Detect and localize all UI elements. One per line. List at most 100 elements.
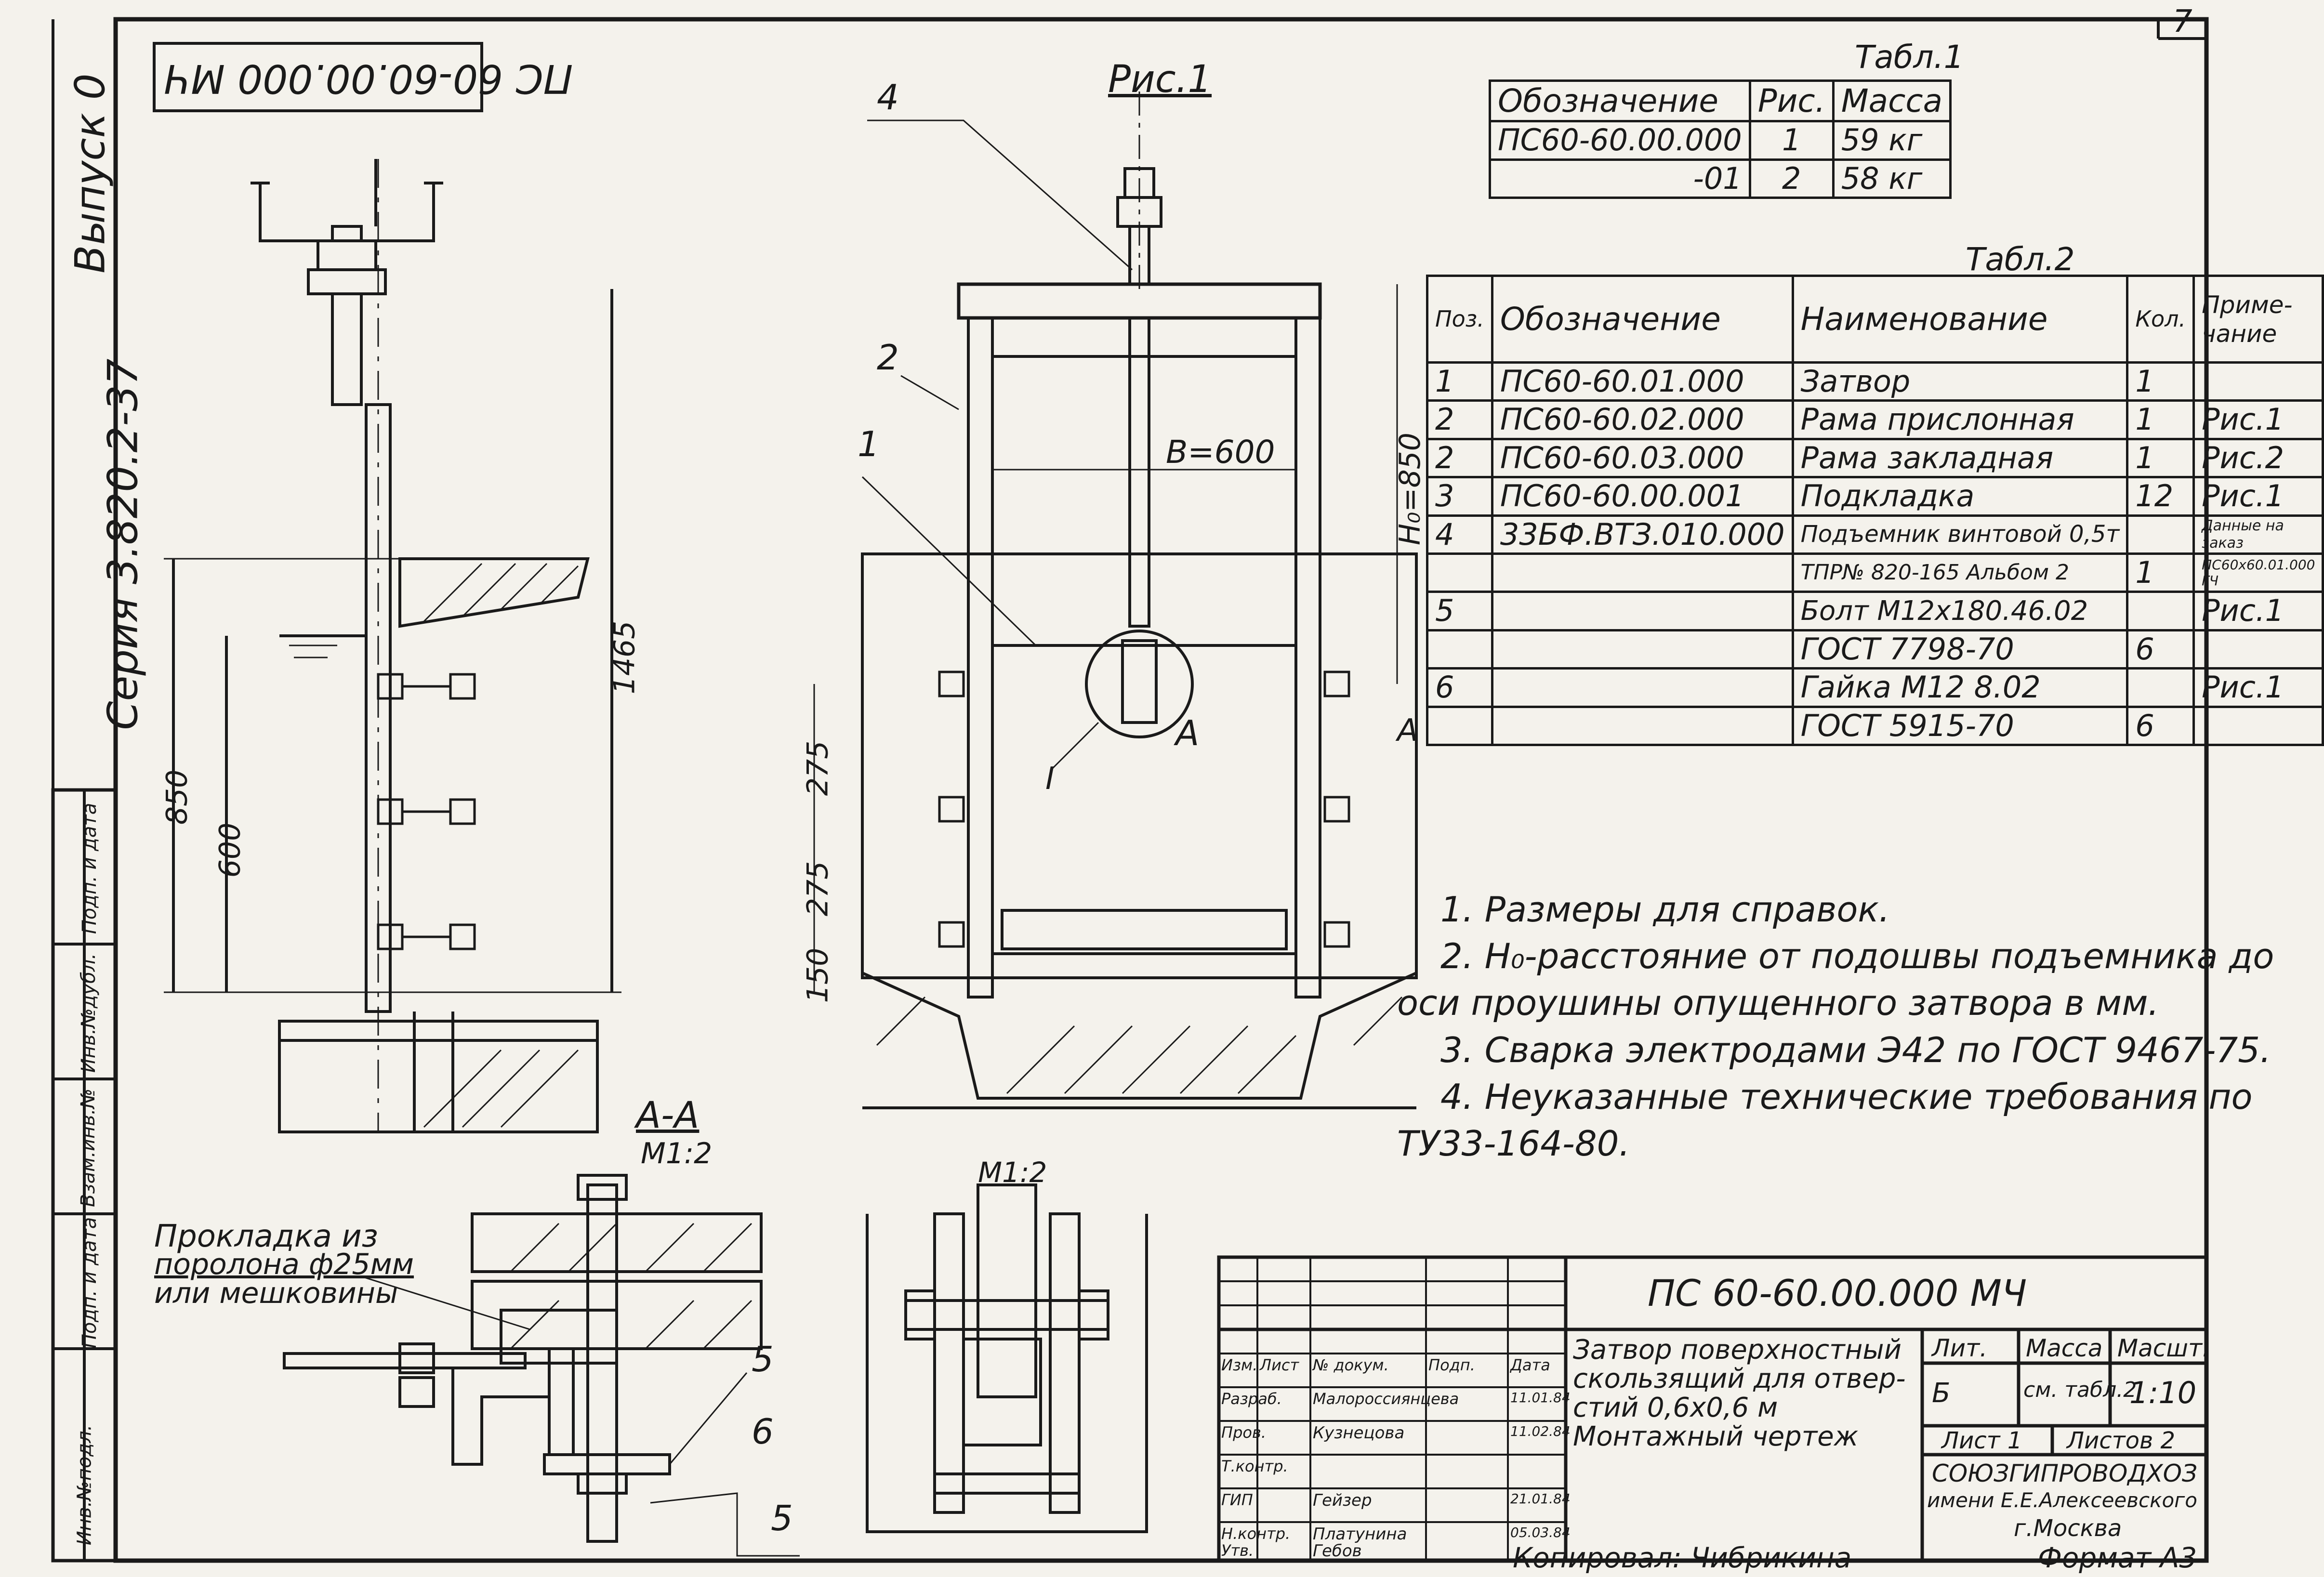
title-name-3: Монтажный чертеж xyxy=(1573,1421,1859,1452)
tb-row-2-0: Пров. xyxy=(1221,1423,1266,1442)
gasket-line-1: поролона ф25мм xyxy=(154,1248,414,1281)
dim-h0: Н₀=850 xyxy=(1393,433,1427,545)
table2-cell: Данные на заказ xyxy=(2192,514,2324,555)
title-block-frame xyxy=(1217,1255,2208,1563)
mass-value: см. табл.2 xyxy=(2023,1378,2137,1402)
table2-cell: 2 xyxy=(1426,437,1493,479)
table2-cell xyxy=(1491,629,1794,670)
table2-cell: 1 xyxy=(2126,361,2195,402)
section-a-a xyxy=(283,1174,800,1557)
scale-value: 1:10 xyxy=(2129,1375,2197,1410)
callout-pos5b: 5 xyxy=(771,1498,793,1538)
table2-cell: Рис.1 xyxy=(2192,399,2324,440)
table2-cell xyxy=(2192,705,2324,746)
table2-cell: Гайка М12 8.02 xyxy=(1791,667,2129,708)
table1-cell: 2 xyxy=(1748,158,1835,199)
dim-h-total: 1465 xyxy=(607,620,642,695)
scale-label: Масшт. xyxy=(2117,1334,2210,1362)
tb-row-5-0: Н.контр. xyxy=(1221,1524,1291,1543)
table2-h3: Кол. xyxy=(2126,275,2195,364)
side-strip-1: Подп. и дата xyxy=(79,1217,101,1349)
org-1: имени Е.Е.Алексеевского xyxy=(1927,1488,2197,1512)
tb-row-0-3: Подп. xyxy=(1428,1356,1475,1374)
sheets-label: Листов 2 xyxy=(2067,1427,2176,1454)
table2-h4: Приме-чание xyxy=(2192,275,2324,364)
table2-cell: Подъемник винтовой 0,5т xyxy=(1791,514,2129,555)
page-number: 7 xyxy=(2173,4,2192,39)
tb-row-6-0: Утв. xyxy=(1221,1541,1254,1560)
sheet-label: Лист 1 xyxy=(1941,1427,2022,1454)
side-strip-3: Инв.№дубл. xyxy=(78,953,100,1073)
side-strip-2: Взам.инв.№ xyxy=(77,1088,100,1208)
table2-cell: Рис.2 xyxy=(2192,437,2324,479)
tb-row-5-4: 05.03.84 xyxy=(1510,1524,1571,1540)
note-2-cont: оси проушины опущенного затвора в мм. xyxy=(1397,983,2159,1024)
callout-pos1: 1 xyxy=(858,424,880,464)
table1-h0: Обозначение xyxy=(1489,79,1751,123)
front-view xyxy=(813,92,1418,1109)
table2-cell: ПС60-60.02.000 xyxy=(1491,399,1794,440)
table1-header: Обозначение Рис. Масса xyxy=(1489,79,1952,123)
title-name-1: скользящий для отвер- xyxy=(1573,1363,1906,1394)
tb-row-5-2: Платунина xyxy=(1313,1524,1407,1544)
table2-cell: 1 xyxy=(2126,552,2195,593)
vypusk-label: Выпуск 0 xyxy=(66,73,115,274)
table2-cell: Рама закладная xyxy=(1791,437,2129,479)
table2-cell: ГОСТ 7798-70 xyxy=(1791,629,2129,670)
callout-section-a: А xyxy=(1175,713,1200,753)
table2-cell: 2 xyxy=(1426,399,1493,440)
table2-cell: ПС60-60.03.000 xyxy=(1491,437,1794,479)
table1-cell: 58 кг xyxy=(1832,158,1952,199)
technical-drawing xyxy=(51,17,2209,1563)
table1-h1: Рис. xyxy=(1748,79,1835,123)
table2-cell xyxy=(1491,591,1794,631)
table2: Поз. Обозначение Наименование Кол. Приме… xyxy=(1426,275,2324,746)
lit-value: Б xyxy=(1932,1378,1951,1409)
table2-cell: 3 xyxy=(1426,476,1493,517)
table2-cell: Рис.1 xyxy=(2192,667,2324,708)
fig1-label: Рис.1 xyxy=(1108,58,1212,101)
dim-275b: 275 xyxy=(801,861,835,917)
callout-section-a2: А xyxy=(1397,713,1418,749)
table2-cell: Болт М12х180.46.02 xyxy=(1791,591,2129,631)
table2-cell: ТПР№ 820-165 Альбом 2 xyxy=(1791,552,2129,593)
table2-cell: 1 xyxy=(2126,437,2195,479)
gasket-line-2: или мешковины xyxy=(154,1276,398,1310)
table1-h2: Масса xyxy=(1832,79,1952,123)
tb-row-4-0: ГИП xyxy=(1221,1491,1253,1509)
table1-title: Табл.1 xyxy=(1855,39,1964,76)
tb-row-6-2: Гебов xyxy=(1313,1541,1362,1561)
table1-cell: 1 xyxy=(1748,120,1835,161)
callout-pos6: 6 xyxy=(752,1411,774,1452)
table2-cell xyxy=(1426,705,1493,746)
table2-cell: 1 xyxy=(2126,399,2195,440)
seriya-label: Серия 3.820.2-37 xyxy=(99,358,147,730)
technical-notes: 1. Размеры для справок. 2. Н₀-расстояние… xyxy=(1397,886,2274,1167)
table2-cell: Рама прислонная xyxy=(1791,399,2129,440)
callout-pos4: 4 xyxy=(877,77,899,118)
table2-cell: ГОСТ 5915-70 xyxy=(1791,705,2129,746)
table2-cell: 6 xyxy=(2126,705,2195,746)
table2-cell xyxy=(1491,667,1794,708)
table-row: -01 2 58 кг xyxy=(1489,158,1952,199)
table2-cell: ПС60х60.01.000 ГЧ xyxy=(2192,552,2324,593)
tb-row-2-2: Кузнецова xyxy=(1313,1423,1405,1443)
table2-cell xyxy=(2192,629,2324,670)
table2-cell: 33БФ.ВТЗ.010.000 xyxy=(1491,514,1794,555)
tb-row-1-4: 11.01.84 xyxy=(1510,1390,1571,1406)
table2-h2: Наименование xyxy=(1791,275,2129,364)
note-3: 3. Сварка электродами Э42 по ГОСТ 9467-7… xyxy=(1440,1029,2271,1070)
tb-row-3-0: Т.контр. xyxy=(1221,1457,1288,1475)
tb-row-0-0: Изм. xyxy=(1221,1356,1258,1374)
dim-275a: 275 xyxy=(801,740,835,796)
table2-cell: 1 xyxy=(1426,361,1493,402)
table2-cell xyxy=(2192,361,2324,402)
table2-cell: ПС60-60.01.000 xyxy=(1491,361,1794,402)
side-strip-0: Инв.№подл. xyxy=(73,1424,96,1546)
table2-cell: 6 xyxy=(1426,667,1493,708)
